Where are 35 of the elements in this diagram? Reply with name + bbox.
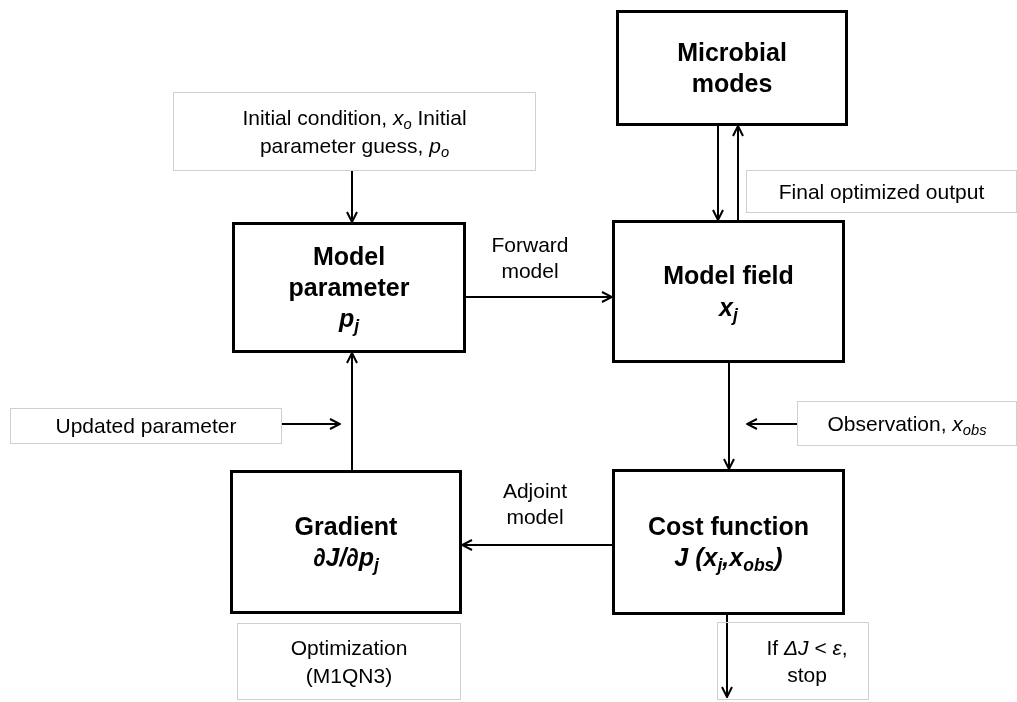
arrow bbox=[723, 362, 735, 470]
arrow bbox=[346, 170, 358, 223]
note-box bbox=[717, 622, 869, 700]
arrow bbox=[461, 539, 613, 551]
arrow bbox=[712, 125, 724, 221]
process-box bbox=[232, 222, 466, 353]
box-label: Final optimized output bbox=[778, 178, 985, 205]
process-box bbox=[230, 470, 462, 614]
arrow bbox=[465, 291, 613, 303]
box-label: Updated parameter bbox=[55, 413, 237, 440]
formula-label: ∂J/∂p$_{j}$ bbox=[313, 542, 379, 574]
arrow bbox=[281, 418, 341, 430]
note-box bbox=[746, 170, 1017, 213]
box-label: Optimization (M1QN3) bbox=[289, 635, 409, 689]
formula-label: J (x$_{j}$,x$_{obs}$) bbox=[674, 542, 783, 574]
arrow bbox=[721, 614, 733, 698]
arrow bbox=[346, 352, 358, 471]
box-label: Cost function bbox=[647, 510, 810, 542]
note-box bbox=[10, 408, 282, 444]
box-label: Observation, x$_{obs}$ bbox=[827, 410, 987, 438]
box-label: Initial condition, x$_{o}$ Initial parameter guess, p$_{o}$ bbox=[241, 105, 468, 159]
box-label: Gradient bbox=[294, 510, 398, 542]
process-box bbox=[612, 220, 845, 363]
arrow bbox=[746, 418, 798, 430]
formula-label: x$_{j}$ bbox=[719, 291, 738, 323]
box-label: Model field bbox=[663, 260, 794, 292]
box-label: If ΔJ < ε, stop bbox=[765, 634, 849, 688]
note-box bbox=[797, 401, 1017, 446]
process-box bbox=[612, 469, 845, 615]
note-box bbox=[237, 623, 461, 700]
box-label: Microbial modes bbox=[676, 36, 788, 99]
arrow bbox=[732, 125, 744, 221]
note-box bbox=[173, 92, 536, 171]
formula-label: p$_{j}$ bbox=[338, 303, 360, 335]
process-box bbox=[616, 10, 848, 126]
